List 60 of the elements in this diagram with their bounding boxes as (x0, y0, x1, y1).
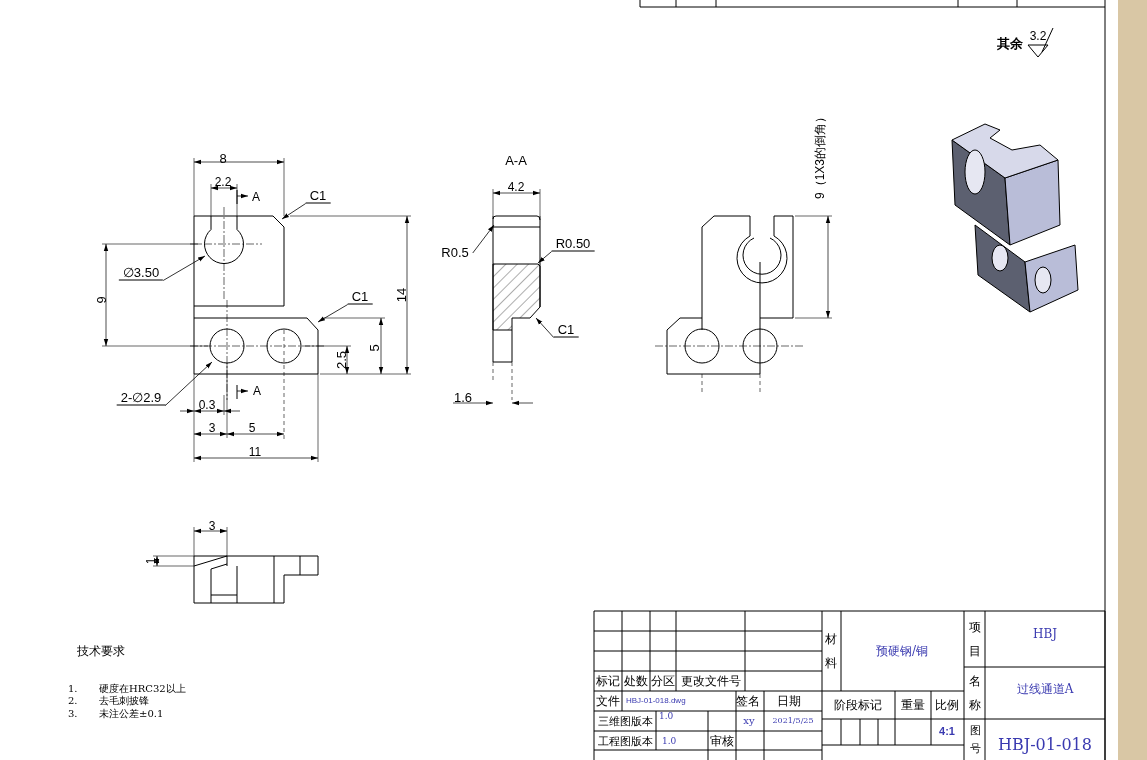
note-text: 其余 (997, 36, 1023, 50)
note-text: 未注公差±0.1 (99, 709, 164, 719)
leader-text: ∅3.50 (118, 265, 164, 281)
dimension-text: 4.2 (507, 181, 525, 193)
title-block-text: 比例 (935, 699, 959, 711)
title-block-text: 材料 (825, 631, 837, 672)
list-number: 1. (68, 684, 78, 694)
list-number: 3. (68, 709, 78, 719)
title-block-text: 阶段标记 (834, 699, 882, 711)
title-block-value: 1.0 (662, 736, 677, 746)
note-text: 去毛刺披锋 (99, 696, 149, 706)
title-block-text: 审核 (710, 735, 734, 747)
dimension-text: 5 (367, 344, 381, 352)
dimension-text: 2.2 (214, 176, 232, 188)
title-block-text: 更改文件号 (681, 675, 741, 687)
title-block-value: HBJ-01-018.dwg (626, 697, 686, 705)
title-block-value: HBJ-01-018 (998, 737, 1092, 753)
dimension-text: 1.6 (453, 390, 473, 404)
view-label: A-A (505, 153, 527, 167)
title-block-value: 过线通道A (1016, 683, 1074, 695)
dimension-text: 1 (145, 557, 157, 565)
leader-text: R0.50 (551, 236, 595, 252)
note-heading: 技术要求 (77, 645, 125, 657)
dimension-text: 5 (248, 422, 256, 434)
dimension-text: 9 (94, 296, 108, 304)
title-block-text: 项目 (969, 619, 981, 660)
title-block-text: 重量 (901, 699, 925, 711)
leader-text: C1 (347, 289, 373, 305)
title-block-text: 处数 (624, 675, 648, 687)
roughness-value: 3.2 (1029, 30, 1047, 42)
section-view-drawing (492, 215, 541, 401)
title-block-text: 文件 (596, 695, 620, 707)
section-label: A (253, 385, 261, 397)
title-block-text: 日期 (777, 695, 801, 707)
dimension-text: 3 (208, 520, 216, 532)
title-block-value: 预硬钢/铜 (876, 645, 928, 657)
title-block-text: 分区 (651, 675, 675, 687)
dimension-text: 14 (394, 287, 408, 303)
dimension-text: 2.5 (334, 350, 348, 370)
dimension-text: 3 (208, 422, 216, 434)
title-block-value: 4:1 (939, 725, 955, 737)
title-block-text: 三维图版本 (597, 715, 653, 727)
title-block-text: 标记 (596, 675, 620, 687)
title-block-value: xy (743, 716, 755, 726)
title-block-value: HBJ (1032, 628, 1058, 640)
title-block-value: 1.0 (659, 711, 674, 721)
title-block-text: 名称 (969, 673, 981, 714)
list-number: 2. (68, 696, 78, 706)
dimension-text: 0.3 (198, 399, 216, 411)
title-block-value: 2021/5/25 (772, 717, 814, 725)
leader-text: R0.5 (437, 246, 473, 260)
title-block-text: 工程图版本 (597, 735, 653, 747)
dimension-text: 9（1X3的倒角） (814, 111, 826, 199)
title-block-text: 图号 (969, 723, 981, 756)
dimension-text: 8 (219, 151, 227, 165)
note-text: 硬度在HRC32以上 (99, 684, 186, 694)
leader-text: C1 (305, 188, 331, 204)
leader-text: C1 (553, 322, 579, 338)
title-block-text: 签名 (736, 695, 760, 707)
leader-text: 2-∅2.9 (116, 390, 166, 406)
